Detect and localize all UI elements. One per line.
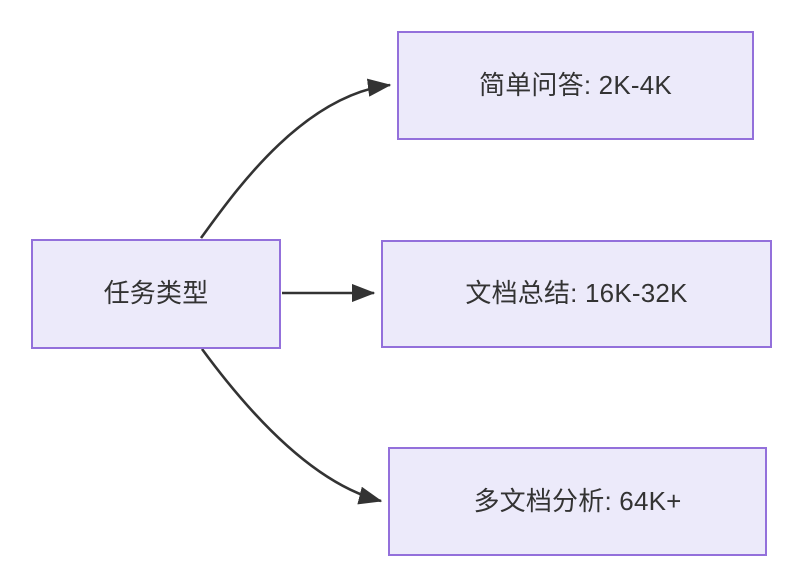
node-doc-summary[interactable]: 文档总结: 16K-32K	[381, 240, 772, 348]
node-multi-doc-analysis[interactable]: 多文档分析: 64K+	[388, 447, 767, 556]
edge-root-to-simple-qa	[199, 78, 392, 239]
edge-root-to-multi-doc-analysis	[200, 348, 383, 505]
node-multi-doc-analysis-label: 多文档分析: 64K+	[473, 485, 682, 516]
node-task-type-label: 任务类型	[103, 278, 209, 309]
node-simple-qa[interactable]: 简单问答: 2K-4K	[397, 31, 754, 140]
node-task-type[interactable]: 任务类型	[31, 239, 281, 349]
node-doc-summary-label: 文档总结: 16K-32K	[465, 278, 688, 309]
node-simple-qa-label: 简单问答: 2K-4K	[479, 69, 672, 100]
